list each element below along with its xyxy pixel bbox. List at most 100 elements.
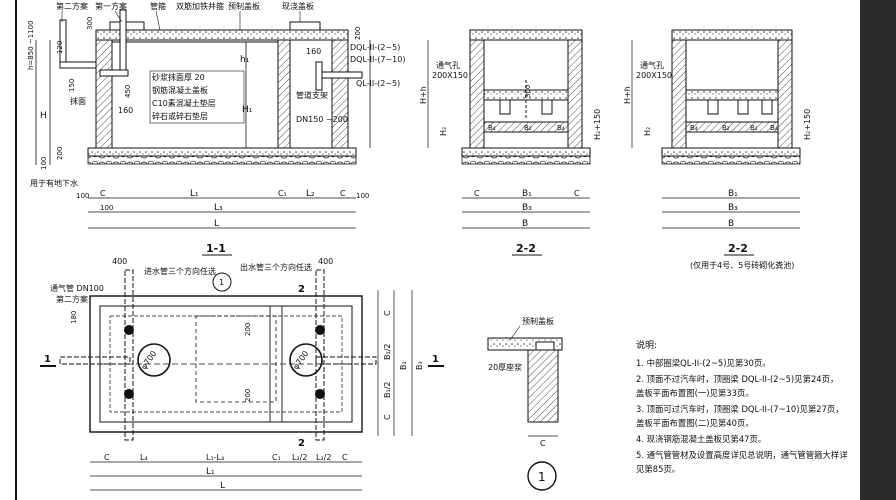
label-dql-a: DQL-II-(2~5) [350,43,400,52]
label-L2: L₂ [306,189,315,199]
note-4: 4. 现浇钢筋混凝土盖板见第47页。 [636,434,766,444]
label-C-2b: C [574,189,580,198]
label-C1: C₁ [278,189,287,198]
label-cast-cover: 现浇盖板 [282,1,314,11]
label-note-45: (仅用于4号、5号砖砌化粪池) [690,260,794,270]
label-L1: L₁ [190,189,199,199]
label-for-under: 用于有地下水 [30,178,78,188]
label-C-left: C [100,189,106,198]
label-200-plan-b: 200 [244,389,252,402]
label-mortar: 砂浆抹面厚 20 [152,72,205,82]
label-H2-150-r: H₂+150 [803,109,812,140]
label-B1: B₁ [522,189,532,199]
label-vent-dn100: 通气管 DN100 [50,283,104,293]
manhole-right [289,343,323,377]
label-B4-rb: B₄ [770,124,778,132]
label-B3: B₃ [522,203,532,213]
label-gravel: 碎石或碎石垫层 [152,111,208,121]
label-C1-pb: C₁ [272,453,281,462]
label-outlet: 出水管三个方向任选 [240,262,312,272]
label-H2-r: H₂ [643,127,652,136]
label-B2-ra: B₂ [722,124,730,132]
label-scheme2: 第二方案 [56,1,88,11]
label-pipe: 管箍 [150,1,166,11]
label-dim-160b: 160 [118,106,133,115]
label-L2-2a: L₂/2 [292,453,307,462]
label-100-c: 100 [356,192,369,200]
label-scheme1: 第一方案 [95,1,127,11]
label-vent-hole-r: 通气孔 [640,60,664,70]
label-C-right: C [340,189,346,198]
label-L1-L4: L₁-L₄ [206,453,224,462]
label-C-pb-b: C [342,453,348,462]
label-dim-300: 300 [86,17,94,30]
label-dim-200-side: 200 [56,147,64,160]
label-H: H [40,111,47,121]
label-c10: C10素混凝土垫层 [152,98,216,108]
title-section-2-2: 2-2 [516,242,536,255]
label-mark1-left: 1 [44,354,51,365]
label-C-plan-a: C [383,310,392,316]
plan-view: φ700 φ700 1 1 2 2 1 进水管三个方向任选 出水管三个方向任选 … [40,257,444,491]
label-dim-200: 200 [354,27,362,40]
label-H1: H₁ [242,105,253,115]
label-double-ring-beam: 双筋加铁井箍 [176,1,224,11]
label-circle-1: 1 [538,470,546,484]
label-L3: L₃ [214,203,223,213]
title-section-2-2b: 2-2 [728,242,748,255]
label-ql: QL-II-(2~5) [356,79,400,88]
label-vent-hole: 通气孔 [436,60,460,70]
label-L1-pb: L₁ [206,467,215,477]
label-rc-cover: 钢筋混凝土盖板 [152,85,208,95]
note-5: 5. 通气管管材及设置高度详见总说明，通气管管箍大样详 [636,450,848,460]
label-inlet: 进水管三个方向任选 [144,266,216,276]
label-dim-150: 150 [68,79,76,92]
label-B1-2-b: B₁/2 [383,382,392,398]
section-1-1: 第二方案 第一方案 管箍 双筋加铁井箍 预制盖板 现浇盖板 h=850 ~110… [27,1,405,256]
label-B4-a: B₄ [488,124,496,132]
label-B1-2-a: B₁/2 [383,344,392,360]
label-dim-100-side: 100 [40,157,48,170]
label-circle-mark: 1 [219,278,224,287]
note-1: 1. 中部圈梁QL-II-(2~5)见第30页。 [636,358,771,368]
label-B2-rb: B₂ [750,124,758,132]
label-plaster: 抹面 [70,96,86,106]
notes: 说明: 1. 中部圈梁QL-II-(2~5)见第30页。 2. 顶面不过汽车时，… [636,339,848,474]
label-mark1-right: 1 [432,354,439,365]
note-3: 3. 顶面可过汽车时，顶圈梁 DQL-II-(7~10)见第27页， [636,404,844,414]
note-3b: 盖板平面布置图(二)见第40页。 [636,418,754,428]
note-2: 2. 顶面不过汽车时，顶圈梁 DQL-II-(2~5)见第24页， [636,374,838,384]
label-B3-r: B₃ [728,203,738,213]
label-B2: B₂ [524,124,532,132]
label-mortar20: 20厚座浆 [488,362,522,372]
label-400-left: 400 [112,257,127,266]
label-L2-2b: L₂/2 [316,453,331,462]
label-pipe-cap: 管道支架 [296,90,328,100]
label-100-b: 100 [100,204,113,212]
label-L: L [214,219,219,229]
label-vent-size: 200X150 [432,71,468,80]
label-C-plan-b: C [383,414,392,420]
label-400-right: 400 [318,257,333,266]
label-B: B [522,219,528,229]
label-H2: H₂ [439,127,448,136]
label-300-mid: 300 [524,85,532,98]
label-dql-b: DQL-II-(7~10) [350,55,405,64]
label-scheme2-plan: 第二方案 [56,294,88,304]
label-vent-size-r: 200X150 [636,71,672,80]
label-h-dim: h=850 ~1100 [27,20,35,70]
label-B3-plan: B₃ [415,361,424,370]
label-Hh: H+h [419,86,428,104]
paper [0,0,860,500]
label-mark2-bottom: 2 [298,438,305,449]
label-H2-150: H₂+150 [593,109,602,140]
label-dim-160: 160 [306,47,321,56]
label-L4: L₄ [140,453,148,462]
label-C-pb-a: C [104,453,110,462]
label-B4-ra: B₄ [690,124,698,132]
label-dim-120: 120 [56,41,64,54]
label-B1-plan: B₁ [399,361,408,370]
detail-callout [527,461,557,491]
label-dn150: DN150 ~200 [296,115,348,124]
